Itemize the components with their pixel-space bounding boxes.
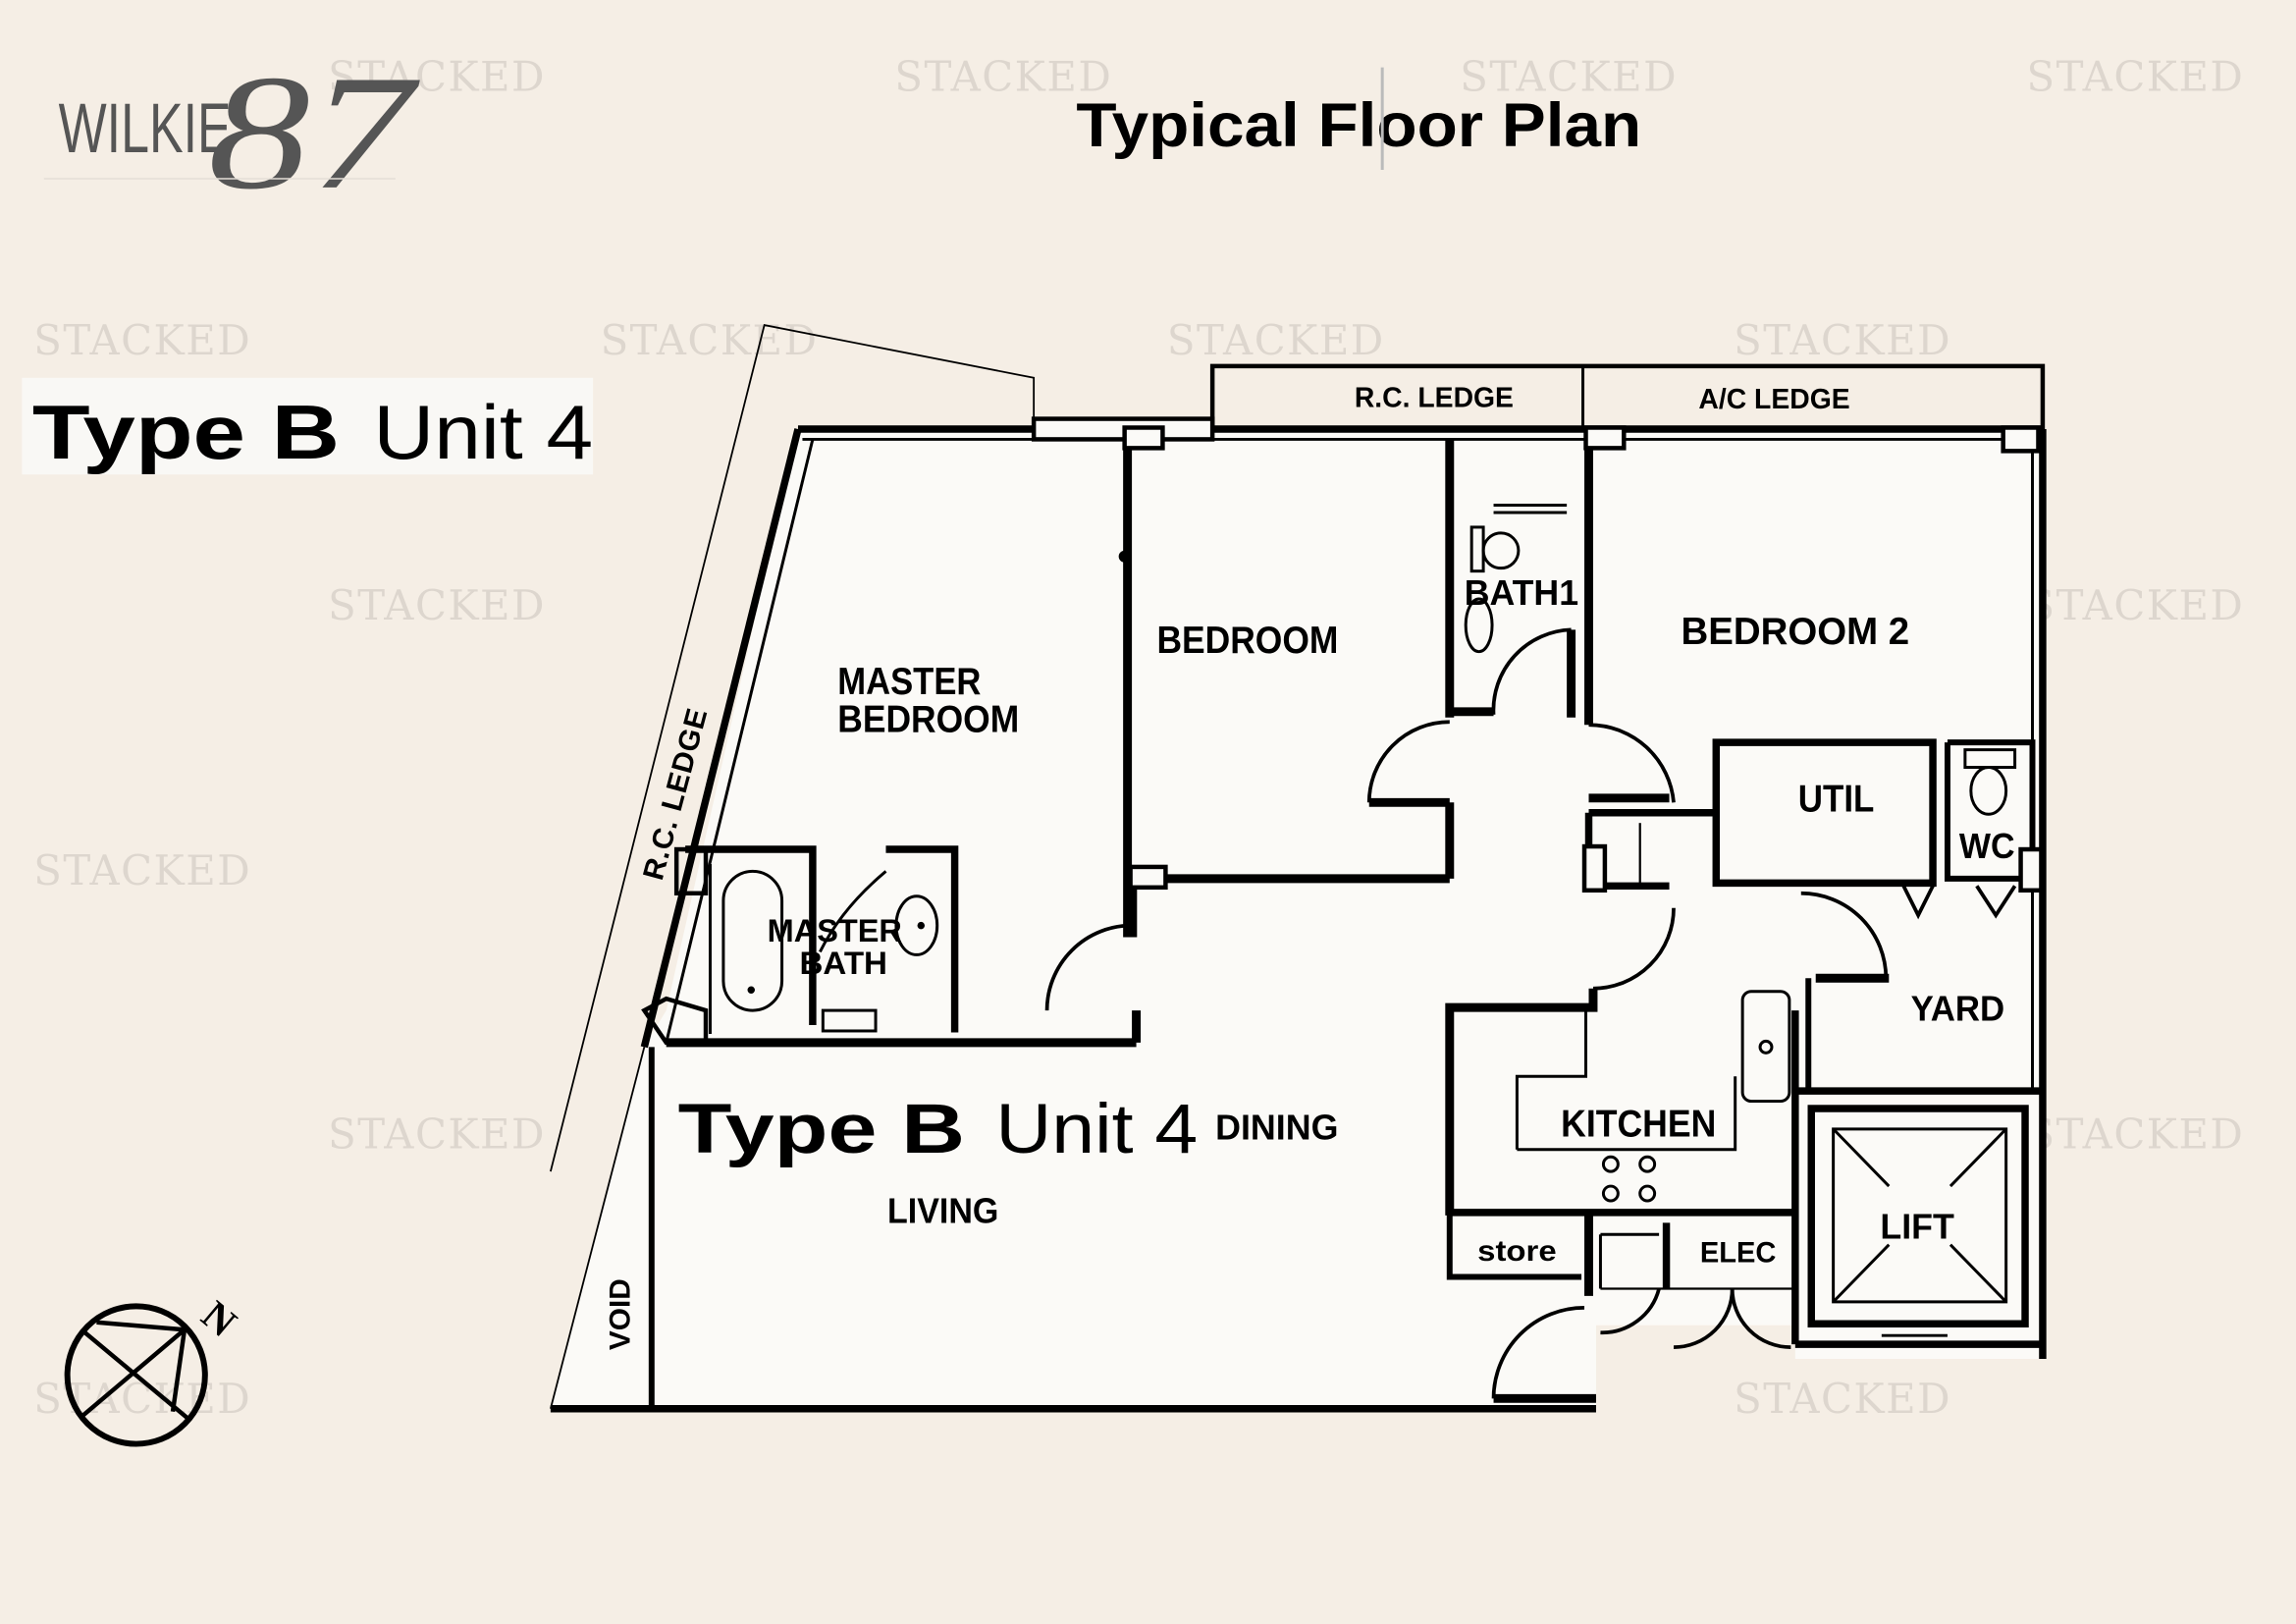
room-label-util: UTIL — [1798, 778, 1875, 820]
watermark: STACKED — [33, 316, 251, 364]
bath1-door-swing — [1491, 627, 1572, 715]
watermark: STACKED — [1734, 1375, 1951, 1423]
compass-cross — [79, 1327, 187, 1420]
roof-outline — [550, 324, 1036, 1172]
elec-door-right-swing — [1730, 1288, 1791, 1349]
watermark: STACKED — [1460, 52, 1678, 100]
watermark: STACKED — [328, 581, 546, 629]
wc-cistern — [1963, 748, 2017, 770]
compass-pointer — [96, 1320, 186, 1332]
room-label-store: store — [1477, 1235, 1557, 1268]
overlay-type-bold: Type B — [678, 1090, 965, 1168]
unit-type-label: Type B Unit 4 — [22, 377, 594, 475]
lift-shaft: LIFT — [1807, 1105, 2029, 1337]
hob-burner — [1601, 1184, 1620, 1203]
bedroom-door-swing — [1366, 720, 1450, 803]
room-label-dining: DINING — [1215, 1108, 1338, 1147]
compass-pointer — [170, 1328, 187, 1413]
plan-interior — [550, 428, 2043, 1409]
room-label-master-bath: BATH — [799, 945, 887, 981]
room-label-living: LIVING — [887, 1191, 998, 1230]
yard-door-swing — [1800, 891, 1889, 979]
watermark: STACKED — [2027, 52, 2245, 100]
room-label-master-bedroom: BEDROOM — [837, 699, 1019, 741]
wc-door-v — [1975, 885, 2017, 919]
wilkie87-logo: WILKIE 87 — [43, 42, 421, 224]
watermark: STACKED — [894, 52, 1112, 100]
elec-door-left-swing — [1674, 1288, 1735, 1349]
top-ledges: R.C. LEDGE A/C LEDGE — [1209, 363, 2046, 429]
watermark: STACKED — [1734, 316, 1951, 364]
hob-burner — [1638, 1155, 1657, 1173]
master-door-swing — [1044, 923, 1133, 1011]
room-label-yard: YARD — [1911, 990, 2004, 1029]
room-label-bedroom2: BEDROOM 2 — [1681, 611, 1909, 653]
room-label-void: VOID — [604, 1278, 636, 1350]
corridor-door-swing — [1592, 907, 1676, 991]
logo-number: 87 — [208, 42, 421, 224]
unit-type-bold: Type B — [32, 391, 340, 475]
watermark: STACKED — [33, 846, 251, 894]
interior-walls — [641, 425, 2044, 1403]
void-outline — [550, 1047, 646, 1409]
room-label-bedroom: BEDROOM — [1156, 620, 1338, 662]
ac-ledge-label: A/C LEDGE — [1698, 384, 1849, 415]
room-labels: MASTER BEDROOM MASTER BATH BEDROOM BATH1… — [604, 573, 2014, 1350]
unit-label-background — [22, 377, 594, 475]
watermark: STACKED — [328, 1110, 546, 1158]
bedroom2-door-swing — [1588, 723, 1676, 803]
watermark: STACKED — [1167, 316, 1385, 364]
room-label-bath1: BATH1 — [1465, 573, 1578, 613]
hob-burner — [1638, 1184, 1657, 1203]
unit-number: Unit 4 — [373, 391, 593, 475]
room-label-lift: LIFT — [1880, 1208, 1954, 1247]
room-label-kitchen: KITCHEN — [1561, 1103, 1716, 1145]
room-label-wc: WC — [1959, 827, 2015, 866]
page-title: Typical Floor Plan — [1076, 91, 1641, 160]
hob-burner — [1601, 1155, 1620, 1173]
room-label-master-bedroom: MASTER — [837, 661, 981, 703]
watermark-layer: STACKED STACKED STACKED STACKED STACKED … — [33, 52, 2245, 1423]
kitchen-sink — [1740, 990, 1791, 1104]
bath1-cistern — [1469, 525, 1485, 573]
main-entrance-swing — [1491, 1305, 1585, 1399]
plan-unit-overlay-label: Type B Unit 4 — [678, 1090, 1199, 1168]
logo-word: WILKIE — [59, 89, 232, 168]
watermark: STACKED — [328, 52, 546, 100]
compass-north-label: N — [192, 1293, 244, 1347]
store-door-swing — [1600, 1287, 1661, 1335]
rc-ledge-top-label: R.C. LEDGE — [1355, 383, 1514, 414]
floor-plan: R.C. LEDGE A/C LEDGE — [64, 324, 2047, 1447]
watermark: STACKED — [601, 316, 819, 364]
util-door-v — [1901, 885, 1935, 920]
watermark: STACKED — [2027, 1110, 2245, 1158]
room-label-master-bath: MASTER — [768, 912, 903, 948]
overlay-unit-number: Unit 4 — [995, 1090, 1198, 1168]
fixtures — [1464, 504, 2017, 1203]
watermark: STACKED — [2027, 581, 2245, 629]
bath1-basin — [1464, 597, 1494, 654]
room-label-elec: ELEC — [1700, 1237, 1777, 1270]
door-swings — [1044, 627, 2017, 1399]
